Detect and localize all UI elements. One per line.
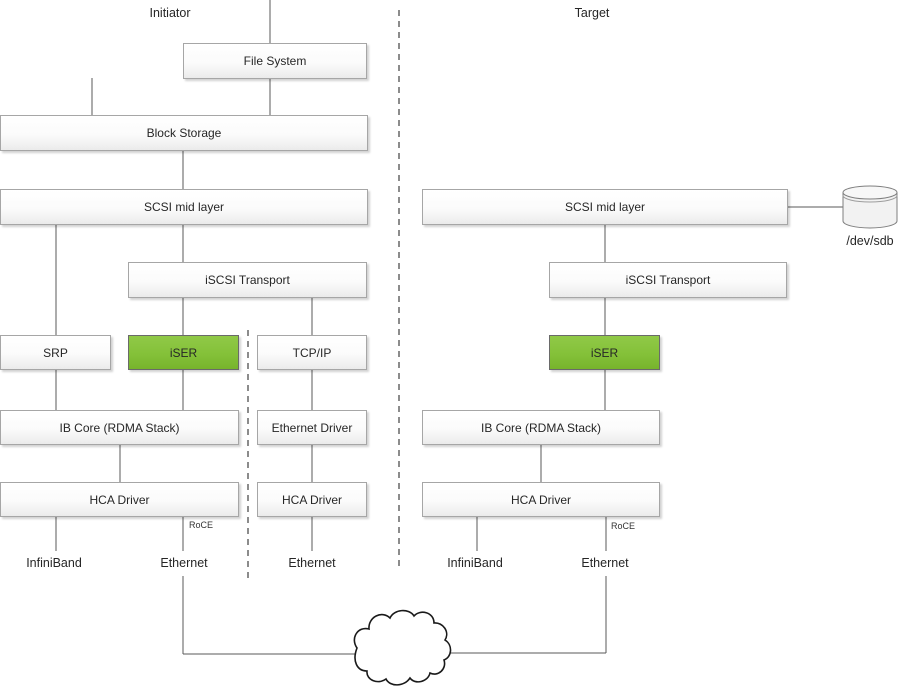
box-hca-driver-target: HCA Driver — [422, 482, 660, 517]
box-hca-driver-initiator: HCA Driver — [0, 482, 239, 517]
infiniband-label-initiator: InfiniBand — [26, 556, 82, 570]
dashed-separators — [247, 10, 400, 582]
box-scsi-mid-layer-initiator: SCSI mid layer — [0, 189, 368, 225]
box-hca-driver-eth: HCA Driver — [257, 482, 367, 517]
box-iscsi-transport-initiator: iSCSI Transport — [128, 262, 367, 298]
box-iser-initiator: iSER — [128, 335, 239, 370]
network-cloud-icon — [353, 609, 452, 686]
box-scsi-mid-layer-target: SCSI mid layer — [422, 189, 788, 225]
box-srp: SRP — [0, 335, 111, 370]
box-tcp-ip: TCP/IP — [257, 335, 367, 370]
ethernet-label-mid: Ethernet — [288, 556, 336, 570]
box-file-system: File System — [183, 43, 367, 79]
box-ethernet-driver: Ethernet Driver — [257, 410, 367, 445]
disk-cylinder-icon — [842, 185, 898, 229]
dev-sdb-label: /dev/sdb — [846, 234, 894, 248]
infiniband-label-target: InfiniBand — [447, 556, 503, 570]
box-iscsi-transport-target: iSCSI Transport — [549, 262, 787, 298]
ethernet-label-target: Ethernet — [581, 556, 629, 570]
box-ib-core-initiator: IB Core (RDMA Stack) — [0, 410, 239, 445]
box-ib-core-target: IB Core (RDMA Stack) — [422, 410, 660, 445]
roce-label-initiator: RoCE — [189, 520, 214, 530]
initiator-section-label: Initiator — [149, 6, 191, 20]
solid-connectors — [55, 0, 843, 655]
box-block-storage: Block Storage — [0, 115, 368, 151]
box-iser-target: iSER — [549, 335, 660, 370]
roce-label-target: RoCE — [611, 521, 636, 531]
target-section-label: Target — [574, 6, 610, 20]
ethernet-label-initiator: Ethernet — [160, 556, 208, 570]
